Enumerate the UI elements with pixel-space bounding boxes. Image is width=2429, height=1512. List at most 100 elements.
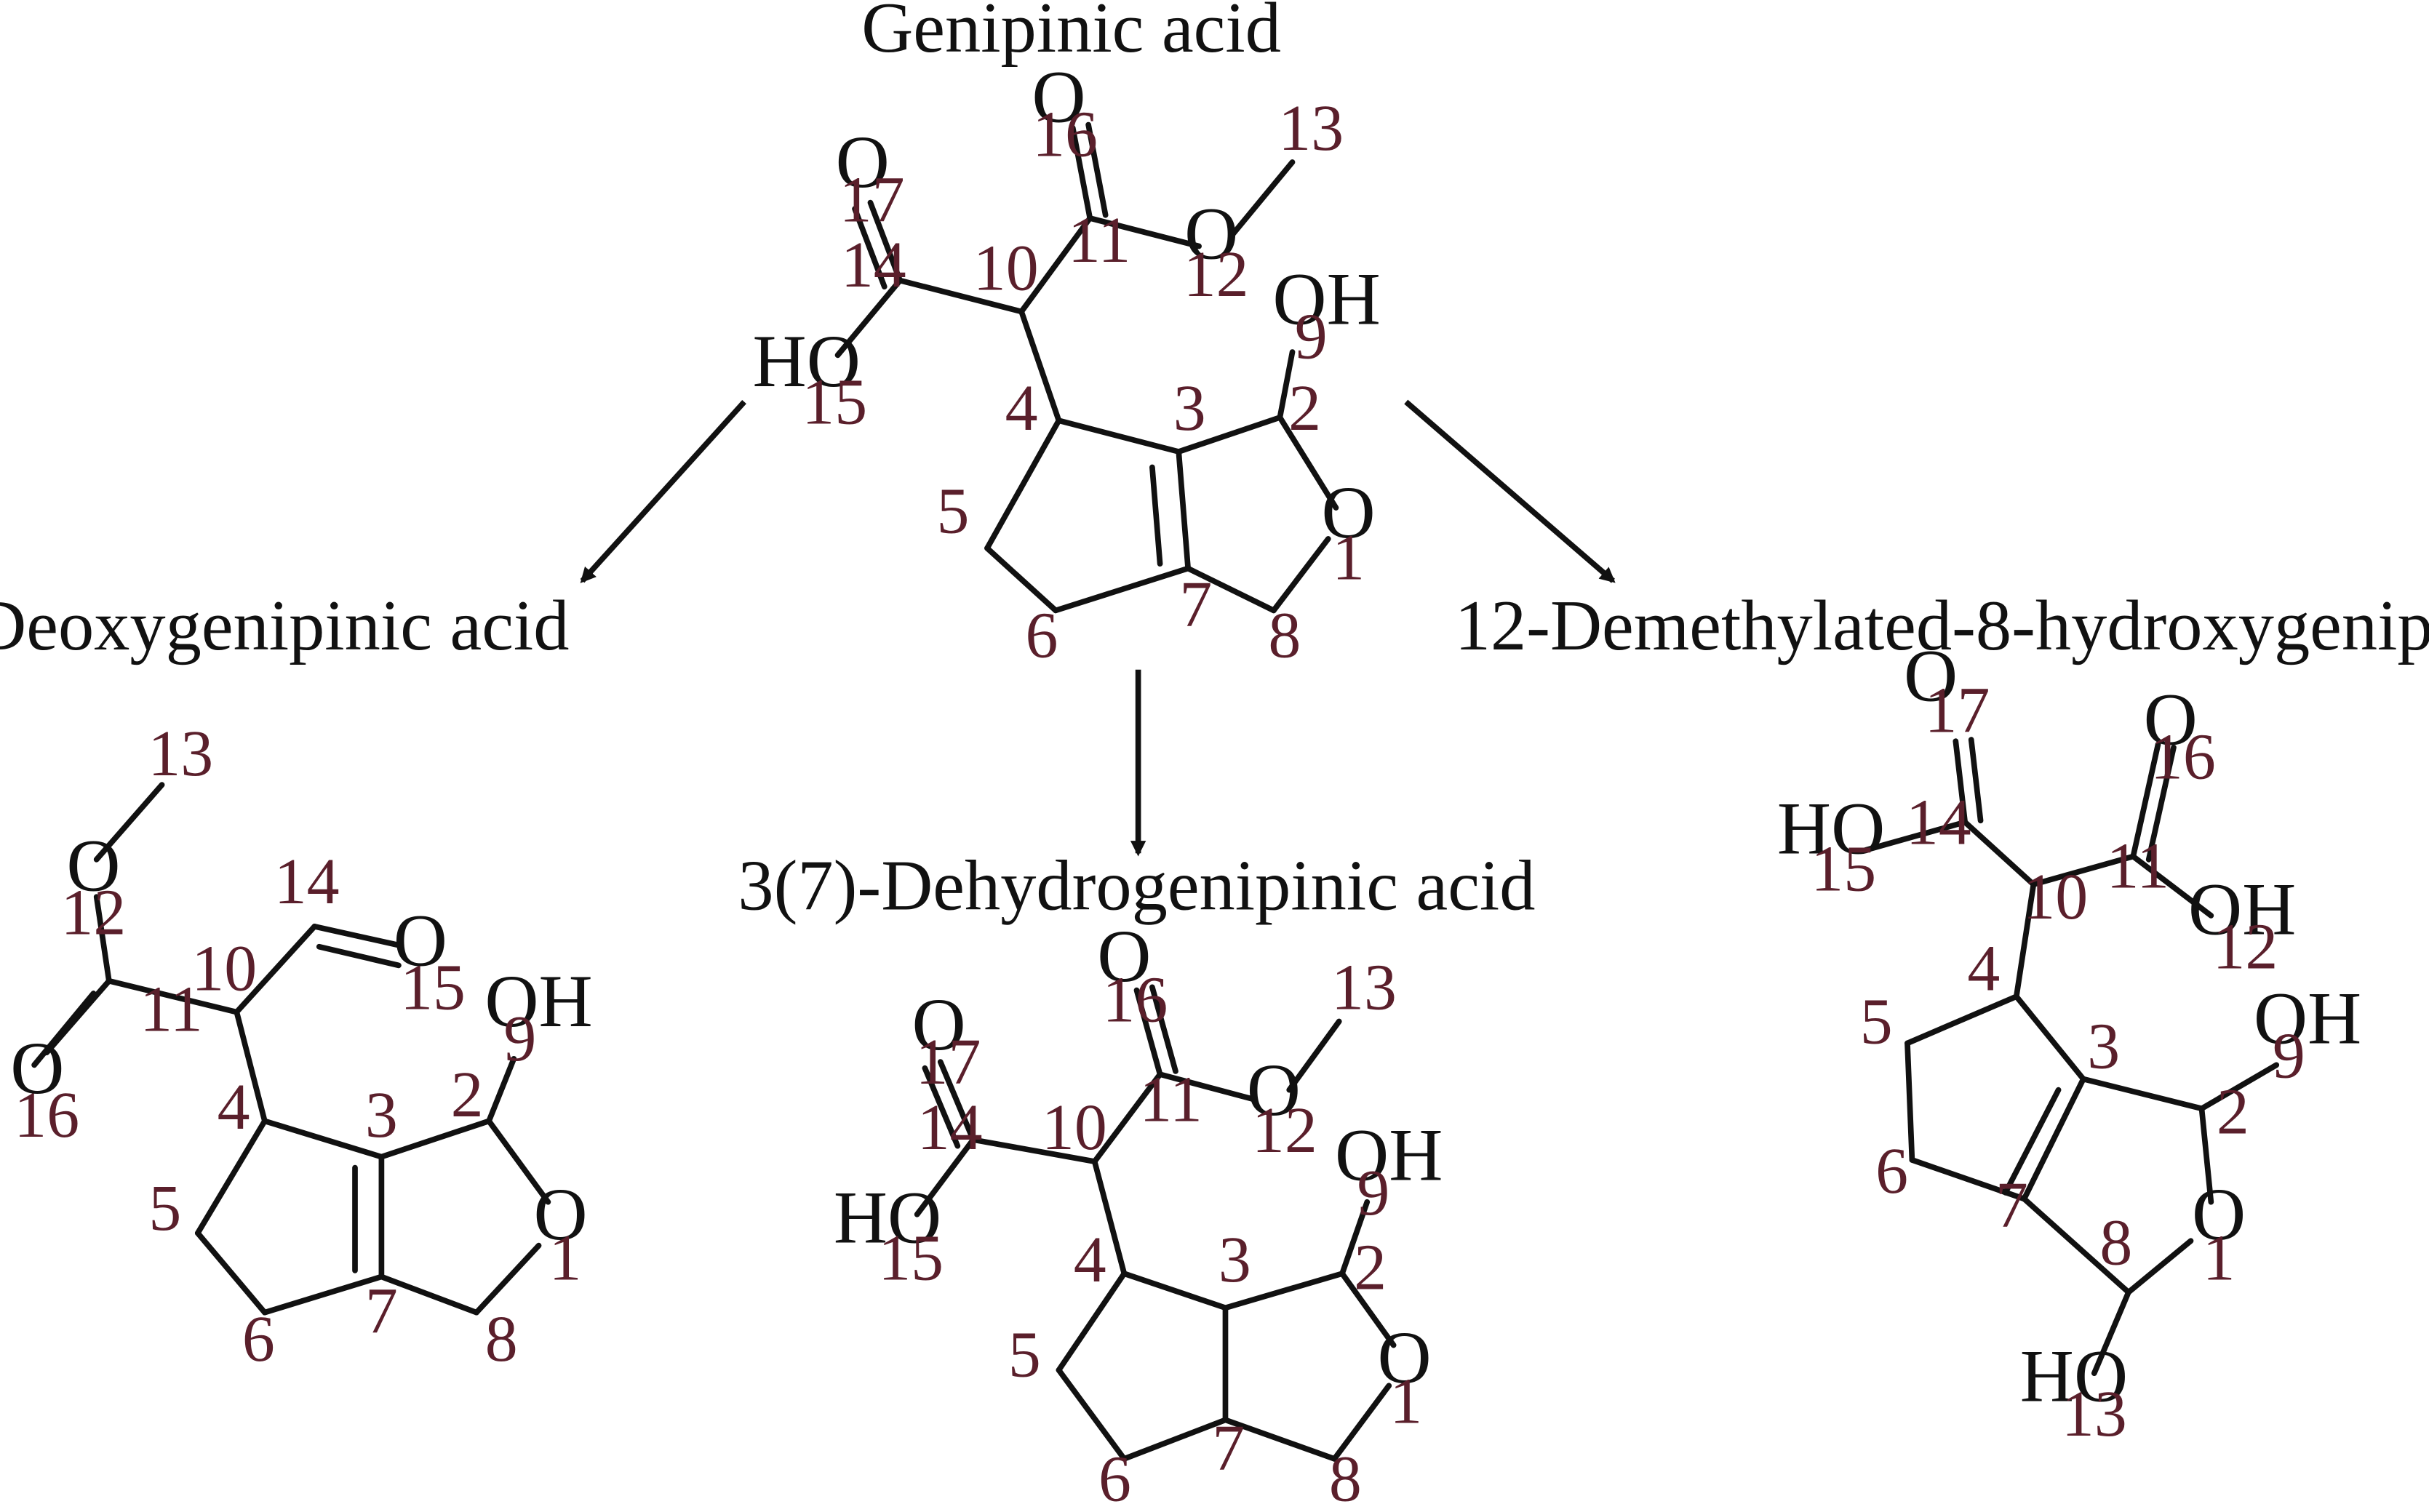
atom-o17: O (836, 121, 890, 204)
svg-text:3: 3 (1219, 1224, 1251, 1296)
atom-oh9: OH (1335, 1114, 1443, 1197)
svg-text:7: 7 (1212, 1412, 1245, 1484)
svg-text:4: 4 (1967, 933, 2000, 1005)
svg-text:14: 14 (274, 846, 340, 918)
svg-text:7: 7 (365, 1276, 398, 1348)
svg-text:8: 8 (1329, 1444, 1362, 1512)
atom-o12: O (1247, 1049, 1301, 1132)
svg-text:6: 6 (1098, 1444, 1131, 1512)
atom-o1: O (533, 1173, 587, 1256)
title-genipinic-acid: Genipinic acid (861, 0, 1281, 68)
deoxygenipinic-acid-bonds (31, 782, 551, 1316)
svg-text:12: 12 (2212, 911, 2278, 983)
svg-text:9: 9 (503, 1003, 536, 1075)
genipinic-acid-structure: Genipinic acid O OH O O (753, 0, 1381, 672)
demethylated-hydroxygenipinic-acid-bonds (1862, 737, 2280, 1377)
svg-text:15: 15 (802, 367, 867, 439)
svg-text:11: 11 (1068, 204, 1131, 276)
svg-text:8: 8 (485, 1303, 518, 1375)
svg-text:9: 9 (1295, 301, 1328, 373)
arrow-to-deoxy (580, 399, 746, 583)
atom-oh9: OH (1272, 258, 1380, 341)
svg-text:11: 11 (1139, 1063, 1202, 1135)
title-deoxygenipinic-acid: 14-Deoxygenipinic acid (0, 586, 569, 665)
svg-text:12: 12 (60, 877, 126, 949)
dehydrogenipinic-acid-structure: 3(7)-Dehydrogenipinic acid O OH O (738, 846, 1535, 1512)
svg-text:6: 6 (242, 1303, 275, 1375)
atom-o16: O (2144, 678, 2198, 761)
svg-text:12: 12 (1252, 1095, 1317, 1167)
svg-text:1: 1 (1332, 522, 1365, 594)
svg-text:10: 10 (2022, 861, 2088, 933)
atom-ho15: HO (1777, 787, 1885, 870)
atom-o16: O (1097, 915, 1151, 998)
svg-text:9: 9 (2273, 1020, 2305, 1092)
atom-oh9: OH (484, 960, 592, 1043)
svg-text:6: 6 (1025, 600, 1058, 672)
atom-oh12: OH (2188, 868, 2296, 951)
svg-text:8: 8 (2099, 1207, 2132, 1279)
svg-text:1: 1 (1389, 1366, 1422, 1438)
arrow-to-demethyl (1404, 399, 1616, 583)
svg-text:1: 1 (2203, 1223, 2235, 1295)
svg-text:4: 4 (1005, 372, 1038, 444)
svg-text:6: 6 (1875, 1135, 1908, 1207)
svg-text:11: 11 (2106, 830, 2169, 902)
svg-text:13: 13 (1331, 951, 1397, 1023)
atom-oh9: OH (2254, 977, 2361, 1060)
svg-text:16: 16 (1102, 964, 1168, 1036)
reaction-arrows (580, 399, 1616, 857)
svg-text:2: 2 (1354, 1232, 1387, 1304)
svg-text:13: 13 (1278, 92, 1344, 164)
svg-text:15: 15 (878, 1223, 944, 1295)
svg-text:10: 10 (973, 232, 1039, 304)
svg-text:2: 2 (451, 1059, 484, 1131)
atom-o17: O (1904, 635, 1958, 718)
svg-text:16: 16 (14, 1079, 79, 1151)
svg-text:4: 4 (218, 1071, 250, 1143)
atom-o12: O (1184, 193, 1238, 276)
svg-text:14: 14 (1906, 786, 1971, 858)
demethylated-hydroxygenipinic-acid-structure: 12-Demethylated-8-hydroxygenipinic acid (1455, 586, 2429, 1450)
atom-o1: O (1321, 471, 1375, 554)
atom-o1: O (1378, 1316, 1432, 1399)
atom-o15: O (394, 899, 447, 982)
atom-ho15: HO (834, 1176, 941, 1259)
svg-text:15: 15 (1811, 833, 1876, 905)
deoxygenipinic-acid-numbers: 1 2 3 4 5 6 7 8 9 10 11 12 13 14 15 16 (14, 718, 581, 1375)
svg-text:7: 7 (1179, 569, 1212, 641)
atom-o1: O (2192, 1173, 2246, 1256)
svg-text:12: 12 (1184, 239, 1249, 311)
svg-text:11: 11 (140, 973, 203, 1045)
svg-text:17: 17 (839, 164, 905, 236)
dehydrogenipinic-acid-bonds (914, 984, 1397, 1462)
svg-text:13: 13 (2062, 1378, 2127, 1450)
atom-o16: O (1032, 55, 1085, 138)
atom-o17: O (912, 983, 966, 1066)
svg-text:5: 5 (1008, 1319, 1041, 1391)
svg-text:5: 5 (148, 1172, 181, 1244)
atom-ho15: HO (753, 320, 861, 403)
svg-text:1: 1 (549, 1223, 581, 1295)
svg-text:5: 5 (936, 475, 969, 547)
svg-text:17: 17 (916, 1026, 981, 1098)
svg-text:13: 13 (148, 718, 213, 790)
svg-text:10: 10 (1042, 1092, 1107, 1164)
demethylated-hydroxygenipinic-acid-numbers: 1 2 3 4 5 6 7 8 9 10 11 12 13 14 15 16 1… (1811, 674, 2305, 1449)
genipinic-acid-numbers: 1 2 3 4 5 6 7 8 9 10 11 12 13 14 15 16 1… (802, 92, 1365, 672)
svg-text:3: 3 (1173, 372, 1206, 444)
svg-text:17: 17 (1925, 674, 1990, 746)
svg-text:9: 9 (1357, 1157, 1389, 1229)
title-dehydrogenipinic-acid: 3(7)-Dehydrogenipinic acid (738, 846, 1535, 925)
title-demethylated-hydroxygenipinic-acid: 12-Demethylated-8-hydroxygenipinic acid (1455, 586, 2429, 665)
svg-text:2: 2 (1288, 372, 1321, 444)
svg-text:16: 16 (2150, 721, 2216, 793)
atom-ho13: HO (2020, 1335, 2128, 1418)
deoxygenipinic-acid-structure: 14-Deoxygenipinic acid O OH O O (0, 586, 593, 1375)
svg-text:15: 15 (400, 951, 466, 1023)
svg-text:4: 4 (1074, 1224, 1106, 1296)
genipinic-acid-bonds (834, 121, 1339, 614)
svg-text:3: 3 (365, 1079, 398, 1151)
dehydrogenipinic-acid-numbers: 1 2 3 4 5 6 7 8 9 10 11 12 13 14 15 16 1… (878, 951, 1422, 1512)
